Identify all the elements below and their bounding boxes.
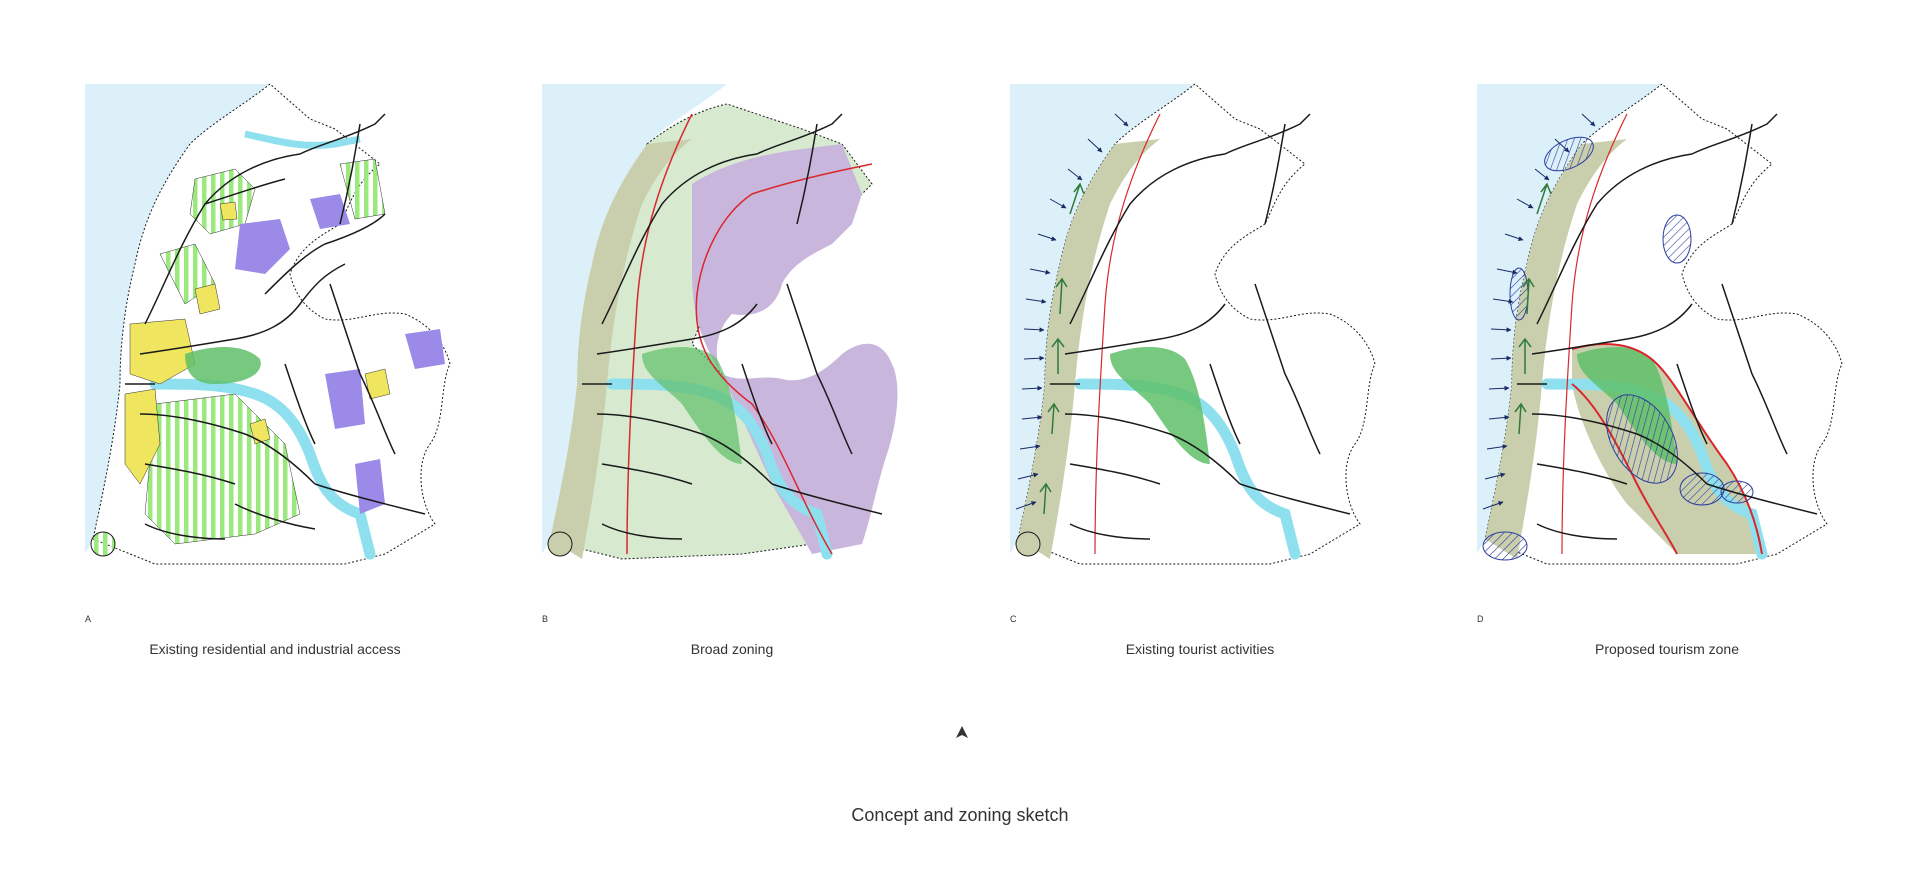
- panel-caption-b: Broad zoning: [690, 641, 774, 657]
- green-activity-arrows: [1039, 182, 1085, 515]
- roads: [582, 113, 883, 540]
- page-title: Concept and zoning sketch: [851, 805, 1069, 825]
- tourist-green-patch: [1110, 347, 1210, 464]
- river: [149, 378, 376, 560]
- panel-b: B Broad zoning: [542, 84, 942, 657]
- coastal-olive-strip: [1485, 139, 1627, 559]
- sea-area: [542, 84, 727, 554]
- coastal-olive-strip: [550, 139, 692, 559]
- coastal-headland: [1015, 531, 1041, 557]
- yellow-residential-2: [124, 388, 161, 485]
- industrial-purple-4: [405, 329, 445, 369]
- panel-caption-c: Existing tourist activities: [1125, 641, 1275, 657]
- proposed-zone-red-outline: [1571, 343, 1763, 555]
- panel-caption-d: Proposed tourism zone: [1595, 641, 1739, 657]
- map-a: [85, 83, 451, 565]
- panel-caption-a: Existing residential and industrial acce…: [149, 641, 401, 657]
- boundary-line-red-2: [695, 163, 873, 555]
- roads: [1517, 113, 1818, 540]
- yellow-residential-3: [194, 283, 221, 315]
- panel-letter-d: D: [1477, 614, 1484, 624]
- industrial-purple-1: [235, 219, 290, 274]
- boundary-line-red: [1094, 113, 1161, 555]
- panel-letter-a: A: [85, 614, 92, 624]
- proposed-node-hatch-5: [1679, 472, 1725, 506]
- coastal-headland: [90, 531, 116, 557]
- proposed-node-hatch-4: [1606, 394, 1678, 484]
- map-b: [542, 84, 898, 560]
- river-upper: [244, 130, 361, 149]
- panel-a: A Existing residential and industrial ac…: [85, 83, 485, 657]
- sea-area: [85, 84, 270, 554]
- industrial-purple-5: [355, 459, 385, 514]
- coastal-headland: [547, 531, 573, 557]
- panel-c: C Existing tourist activities: [1010, 83, 1410, 657]
- industrial-purple-3: [325, 369, 365, 429]
- green-activity-arrows: [1514, 182, 1552, 435]
- proposed-node-hatch-2: [1662, 214, 1692, 264]
- map-d: [1477, 83, 1843, 565]
- yellow-residential-1: [129, 318, 196, 385]
- zoning-purple-area: [692, 144, 898, 554]
- industrial-purple-2: [310, 194, 350, 229]
- map-c: [1010, 83, 1376, 565]
- tourist-arrows: [1015, 113, 1129, 510]
- proposed-node-hatch-1: [1544, 136, 1594, 172]
- proposed-node-hatch-6: [1720, 480, 1754, 504]
- panel-d: D Proposed tourism zone: [1477, 83, 1877, 657]
- boundary-line-red-1: [626, 113, 693, 555]
- boundary-line-red-1: [1561, 113, 1628, 555]
- yellow-residential-4: [219, 201, 238, 221]
- north-arrow-icon: [956, 726, 968, 738]
- panel-letter-c: C: [1010, 614, 1017, 624]
- roads: [125, 113, 426, 540]
- roads: [1050, 113, 1351, 540]
- coastal-olive-strip: [1018, 139, 1160, 559]
- sea-area: [1477, 84, 1662, 554]
- tourist-green-patch: [642, 347, 742, 464]
- proposed-node-hatch-3: [1509, 267, 1529, 321]
- proposed-node-hatch-7: [1482, 531, 1528, 561]
- sea-area: [1010, 84, 1195, 554]
- panel-letter-b: B: [542, 614, 549, 624]
- tourist-arrows: [1482, 113, 1596, 510]
- tourist-green-patch: [185, 347, 261, 384]
